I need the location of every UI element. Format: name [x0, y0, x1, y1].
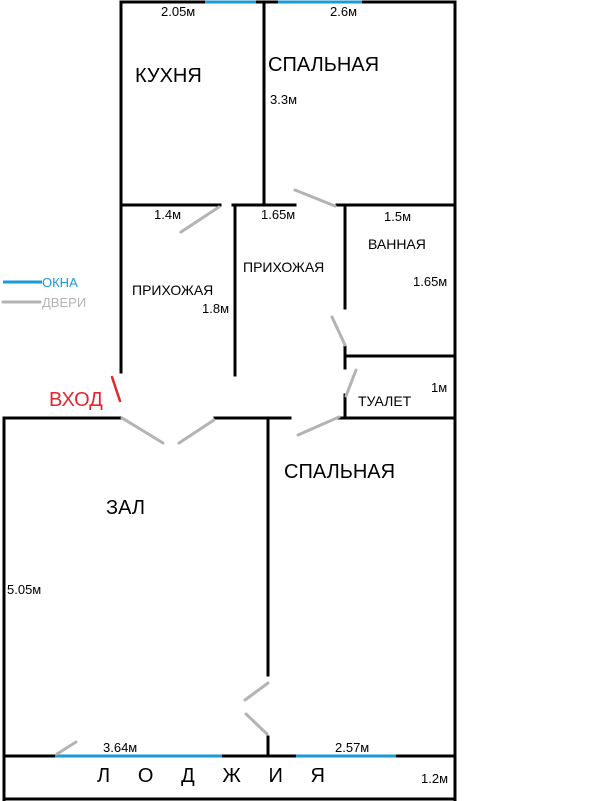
dim-living-room-depth: 5.05м	[7, 582, 41, 597]
door-bedroom-top	[293, 188, 337, 208]
label-bathroom: ВАННАЯ	[368, 236, 426, 252]
legend-windows-label: ОКНА	[42, 275, 78, 290]
label-living-room: ЗАЛ	[106, 497, 145, 519]
label-kitchen: КУХНЯ	[135, 65, 202, 87]
door-between-rooms-upper	[243, 681, 270, 702]
dim-toilet-depth: 1м	[431, 380, 447, 395]
dim-kitchen-width: 2.05м	[161, 4, 195, 19]
door-bedroom-bottom	[296, 415, 341, 437]
legend-doors-label: ДВЕРИ	[42, 295, 86, 310]
legend: ОКНА ДВЕРИ	[42, 275, 86, 310]
label-bedroom-bottom: СПАЛЬНАЯ	[284, 461, 395, 483]
door-living-left	[120, 416, 165, 445]
label-bedroom-top: СПАЛЬНАЯ	[268, 54, 379, 76]
label-hall-left: ПРИХОЖАЯ	[132, 282, 213, 298]
doors	[1, 188, 358, 756]
door-living-right	[177, 418, 216, 445]
label-loggia: Л О Д Ж И Я	[97, 765, 325, 787]
room-labels: КУХНЯ СПАЛЬНАЯ ПРИХОЖАЯ ПРИХОЖАЯ ВАННАЯ …	[97, 54, 426, 787]
door-loggia	[55, 740, 78, 756]
dim-bathroom-width: 1.5м	[384, 209, 411, 224]
door-toilet	[344, 368, 358, 398]
dim-hall-left-width: 1.4м	[154, 207, 181, 222]
dim-bedroom-top-depth: 3.3м	[270, 92, 297, 107]
dim-bathroom-depth: 1.65м	[413, 274, 447, 289]
dimension-labels: 2.05м 2.6м 3.3м 1.4м 1.65м 1.5м 1.8м 1.6…	[7, 4, 448, 786]
entry-door-mark	[110, 375, 122, 403]
entry-label: ВХОД	[49, 389, 103, 411]
door-bathroom	[330, 315, 347, 347]
door-between-rooms-lower	[244, 712, 269, 736]
label-hall-center: ПРИХОЖАЯ	[243, 259, 324, 275]
windows	[3, 0, 396, 758]
dim-bedroom-bottom-width: 2.57м	[335, 740, 369, 755]
dim-bedroom-top-width: 2.6м	[330, 4, 357, 19]
dim-hall-center-length: 1.8м	[202, 301, 229, 316]
dim-loggia-depth: 1.2м	[421, 771, 448, 786]
dim-hall-center-width: 1.65м	[261, 207, 295, 222]
dim-living-room-width: 3.64м	[103, 740, 137, 755]
label-toilet: ТУАЛЕТ	[358, 393, 412, 409]
door-kitchen	[179, 205, 221, 234]
